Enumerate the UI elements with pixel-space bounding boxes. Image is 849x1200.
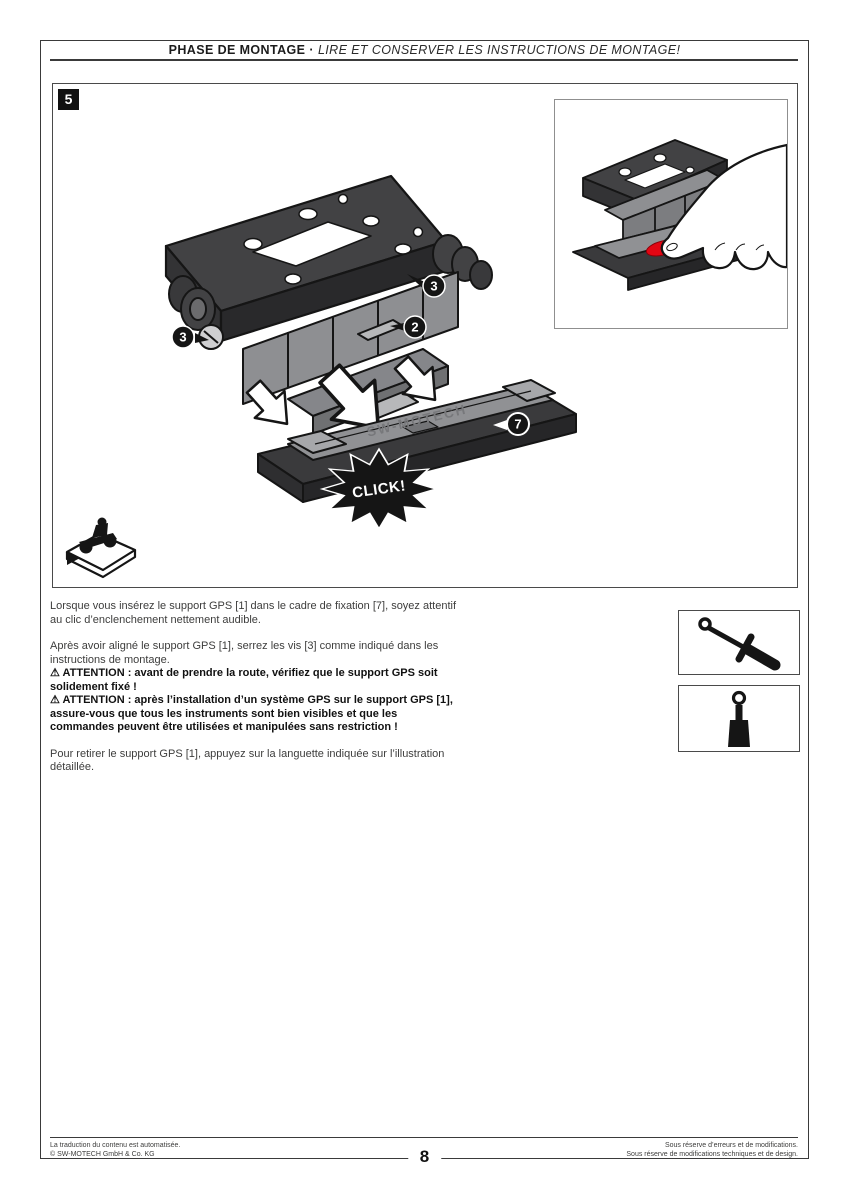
- tool-box-socket-bit: [678, 685, 800, 752]
- hand-icon: [660, 143, 789, 271]
- callout-frame: 7: [493, 412, 530, 436]
- footer-disclaimer-1: Sous réserve d’erreurs et de modificatio…: [664, 1142, 798, 1149]
- motorcycle-plate-icon: [61, 514, 141, 579]
- paragraph-align: Après avoir aligné le support GPS [1], s…: [50, 640, 439, 666]
- detail-inset: [554, 99, 789, 329]
- step-number-badge: 5: [58, 89, 79, 110]
- svg-text:3: 3: [179, 330, 186, 345]
- footer-rule: [50, 1137, 798, 1138]
- page-number: 8: [407, 1147, 442, 1167]
- socket-bit-icon: [728, 690, 750, 747]
- header-separator: ·: [309, 43, 314, 57]
- mounting-frame: [287, 379, 556, 461]
- mounting-screw-left: [198, 324, 224, 350]
- svg-text:3: 3: [430, 279, 437, 294]
- torque-wrench-icon: [698, 617, 781, 671]
- footer-copyright: © SW-MOTECH GmbH & Co. KG: [50, 1151, 155, 1158]
- callout-tab: 2: [390, 315, 427, 339]
- warning-fixed: ⚠ ATTENTION : avant de prendre la route,…: [50, 667, 438, 693]
- tool-box-torque-wrench: [678, 610, 800, 675]
- svg-text:7: 7: [514, 417, 521, 432]
- damper-rollers: [168, 234, 493, 331]
- hand-press-release-tab-icon: [572, 139, 789, 291]
- svg-text:2: 2: [411, 320, 418, 335]
- paragraph-remove: Pour retirer le support GPS [1], appuyez…: [50, 747, 445, 774]
- main-illustration: SW-MOTECH CLICK! 3 3 2: [164, 174, 577, 531]
- instruction-text: Lorsque vous insérez le support GPS [1] …: [50, 600, 464, 775]
- callout-screw-left: 3: [171, 325, 209, 349]
- footer-translation-note: La traduction du contenu est automatisée…: [50, 1142, 181, 1149]
- header-title-bold: PHASE DE MONTAGE: [168, 43, 306, 57]
- footer-left: La traduction du contenu est automatisée…: [50, 1141, 180, 1159]
- footer-right: Sous réserve d’erreurs et de modificatio…: [626, 1141, 798, 1159]
- header-rule: [50, 59, 798, 61]
- footer-disclaimer-2: Sous réserve de modifications techniques…: [626, 1151, 798, 1158]
- page-header: PHASE DE MONTAGE·LIRE ET CONSERVER LES I…: [41, 43, 808, 57]
- paragraph-insert: Lorsque vous insérez le support GPS [1] …: [50, 600, 457, 626]
- header-title-italic: LIRE ET CONSERVER LES INSTRUCTIONS DE MO…: [317, 43, 681, 57]
- callout-screw-right: 3: [407, 274, 446, 298]
- figure-box: 5: [52, 83, 798, 588]
- click-starburst: CLICK!: [319, 447, 439, 531]
- warning-visibility: ⚠ ATTENTION : après l’installation d’un …: [50, 694, 453, 733]
